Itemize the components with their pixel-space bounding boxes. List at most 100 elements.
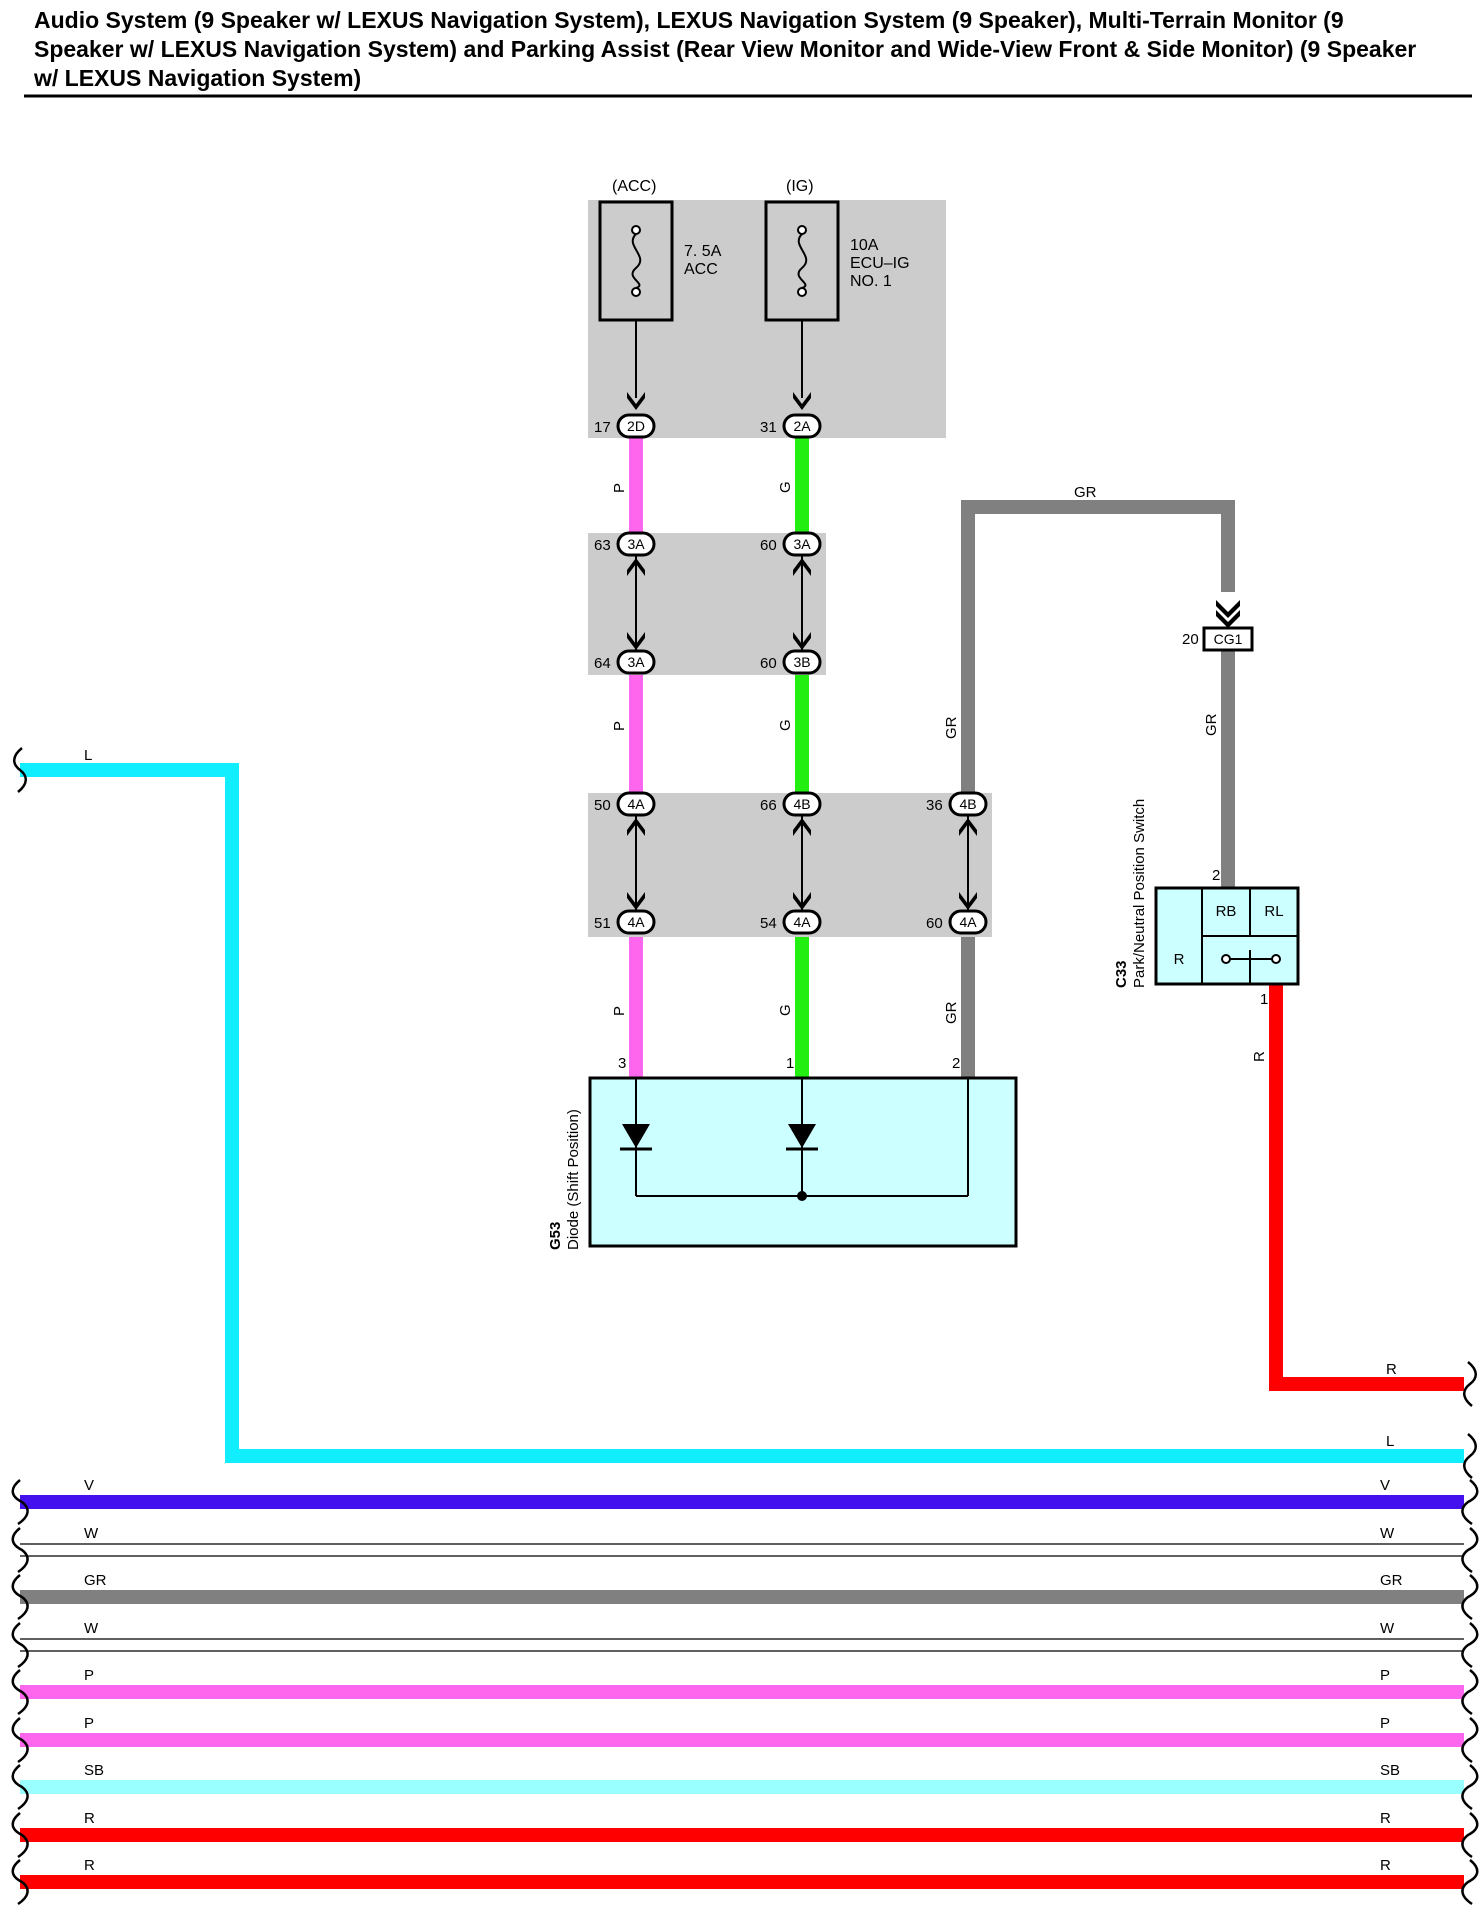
svg-text:1: 1: [786, 1055, 794, 1072]
svg-text:4A: 4A: [793, 914, 811, 930]
wire-label-p2: P: [611, 721, 628, 731]
bus-wire-right-label: SB: [1380, 1762, 1400, 1779]
fuse-ig-header: (IG): [786, 178, 814, 195]
connector-3a-top-p: 63 3A: [594, 531, 656, 557]
wire-gr-top: [961, 500, 1235, 795]
bus-wire-left-label: W: [84, 1620, 99, 1637]
wire-label-g3: G: [777, 1004, 794, 1016]
svg-text:4A: 4A: [627, 914, 645, 930]
connector-4b-top-g: 66 4B: [760, 791, 822, 817]
wire-label-r-right: R: [1251, 1051, 1268, 1062]
svg-text:3: 3: [618, 1055, 626, 1072]
title-line-1: Audio System (9 Speaker w/ LEXUS Navigat…: [34, 7, 1344, 33]
bus-wire-right-label: P: [1380, 1715, 1390, 1732]
fuse-acc-rating: 7. 5A: [684, 243, 722, 260]
wire-label-p1: P: [611, 483, 628, 493]
fuse-acc-header: (ACC): [612, 178, 656, 195]
wire-r-top-right-label: R: [1386, 1361, 1397, 1378]
fuse-ig-name-1: ECU–IG: [850, 255, 910, 272]
connector-chevrons: [627, 392, 1240, 910]
diode-shift-position: 3 1 2 G53 Diode (Shift Position): [547, 1055, 1018, 1250]
svg-text:2: 2: [952, 1055, 960, 1072]
wire-label-g1: G: [777, 481, 794, 493]
park-neutral-position-switch: RB RL R 2 1 C33 Park/Neutral Position Sw…: [1113, 799, 1300, 1008]
switch-name: Park/Neutral Position Switch: [1131, 799, 1148, 988]
bus-wire-right-label: W: [1380, 1525, 1395, 1542]
svg-text:31: 31: [760, 419, 777, 436]
bus-wire-sb: SB SB: [11, 1762, 1479, 1811]
wire-l-left-label: L: [84, 747, 92, 764]
bus-wire-left-label: P: [84, 1667, 94, 1684]
svg-text:3A: 3A: [627, 536, 645, 552]
bus-wire-right-label: R: [1380, 1857, 1391, 1874]
wire-label-gr-right: GR: [1203, 713, 1220, 736]
switch-cell-rl: RL: [1264, 903, 1283, 920]
wire-r-switch: [1269, 985, 1464, 1391]
wire-label-gr-top: GR: [1074, 484, 1097, 501]
bus-wire-left-label: SB: [84, 1762, 104, 1779]
fuse-ig-name-2: NO. 1: [850, 273, 892, 290]
bus-wire-left-label: V: [84, 1477, 94, 1494]
bus-wire-right-label: W: [1380, 1620, 1395, 1637]
svg-text:3B: 3B: [793, 654, 810, 670]
connector-2a: 31 2A: [760, 413, 822, 439]
bus-wire-right-label: P: [1380, 1667, 1390, 1684]
bus-wire-left-label: W: [84, 1525, 99, 1542]
title-line-2: Speaker w/ LEXUS Navigation System) and …: [34, 36, 1416, 62]
bus-wire-right-label: R: [1380, 1810, 1391, 1827]
switch-cell-r: R: [1174, 951, 1185, 968]
bus-wire-left-label: GR: [84, 1572, 107, 1589]
wire-break-markers: [13, 747, 1477, 1479]
switch-cell-rb: RB: [1216, 903, 1237, 920]
bus-wire-left-label: P: [84, 1715, 94, 1732]
diode-symbol-1: [622, 1124, 650, 1148]
diode-name: Diode (Shift Position): [565, 1109, 582, 1250]
connector-4a-bottom-gr: 60 4A: [926, 909, 988, 935]
switch-pin-1: 1: [1260, 991, 1268, 1008]
switch-id: C33: [1113, 960, 1130, 988]
diode-id: G53: [547, 1222, 564, 1250]
svg-text:63: 63: [594, 537, 611, 554]
fuse-acc-name: ACC: [684, 261, 718, 278]
svg-text:3A: 3A: [627, 654, 645, 670]
svg-text:4B: 4B: [959, 796, 976, 812]
connector-3a-top-g: 60 3A: [760, 531, 822, 557]
svg-text:60: 60: [926, 915, 943, 932]
svg-text:4A: 4A: [627, 796, 645, 812]
fuse-ig-rating: 10A: [850, 237, 879, 254]
connector-cg1: 20 CG1: [1182, 626, 1254, 652]
svg-text:17: 17: [594, 419, 611, 436]
connector-4b-top-gr: 36 4B: [926, 791, 988, 817]
wire-l: [20, 763, 1464, 1463]
connector-3b-bottom-g: 60 3B: [760, 649, 822, 675]
svg-text:2A: 2A: [793, 418, 811, 434]
connector-4a-bottom-p: 51 4A: [594, 909, 656, 935]
wire-label-gr-low: GR: [943, 1001, 960, 1024]
svg-text:4A: 4A: [959, 914, 977, 930]
svg-text:60: 60: [760, 537, 777, 554]
svg-text:50: 50: [594, 797, 611, 814]
svg-text:51: 51: [594, 915, 611, 932]
svg-text:36: 36: [926, 797, 943, 814]
svg-text:3A: 3A: [793, 536, 811, 552]
wire-label-gr-left: GR: [943, 716, 960, 739]
svg-text:CG1: CG1: [1214, 631, 1243, 647]
connector-4a-top-p: 50 4A: [594, 791, 656, 817]
title-line-3: w/ LEXUS Navigation System): [33, 65, 361, 91]
diode-symbol-2: [788, 1124, 816, 1148]
wire-label-g2: G: [777, 719, 794, 731]
connector-arrows: [635, 556, 969, 910]
svg-text:60: 60: [760, 655, 777, 672]
switch-pin-2: 2: [1212, 867, 1220, 884]
connector-4a-bottom-g: 54 4A: [760, 909, 822, 935]
